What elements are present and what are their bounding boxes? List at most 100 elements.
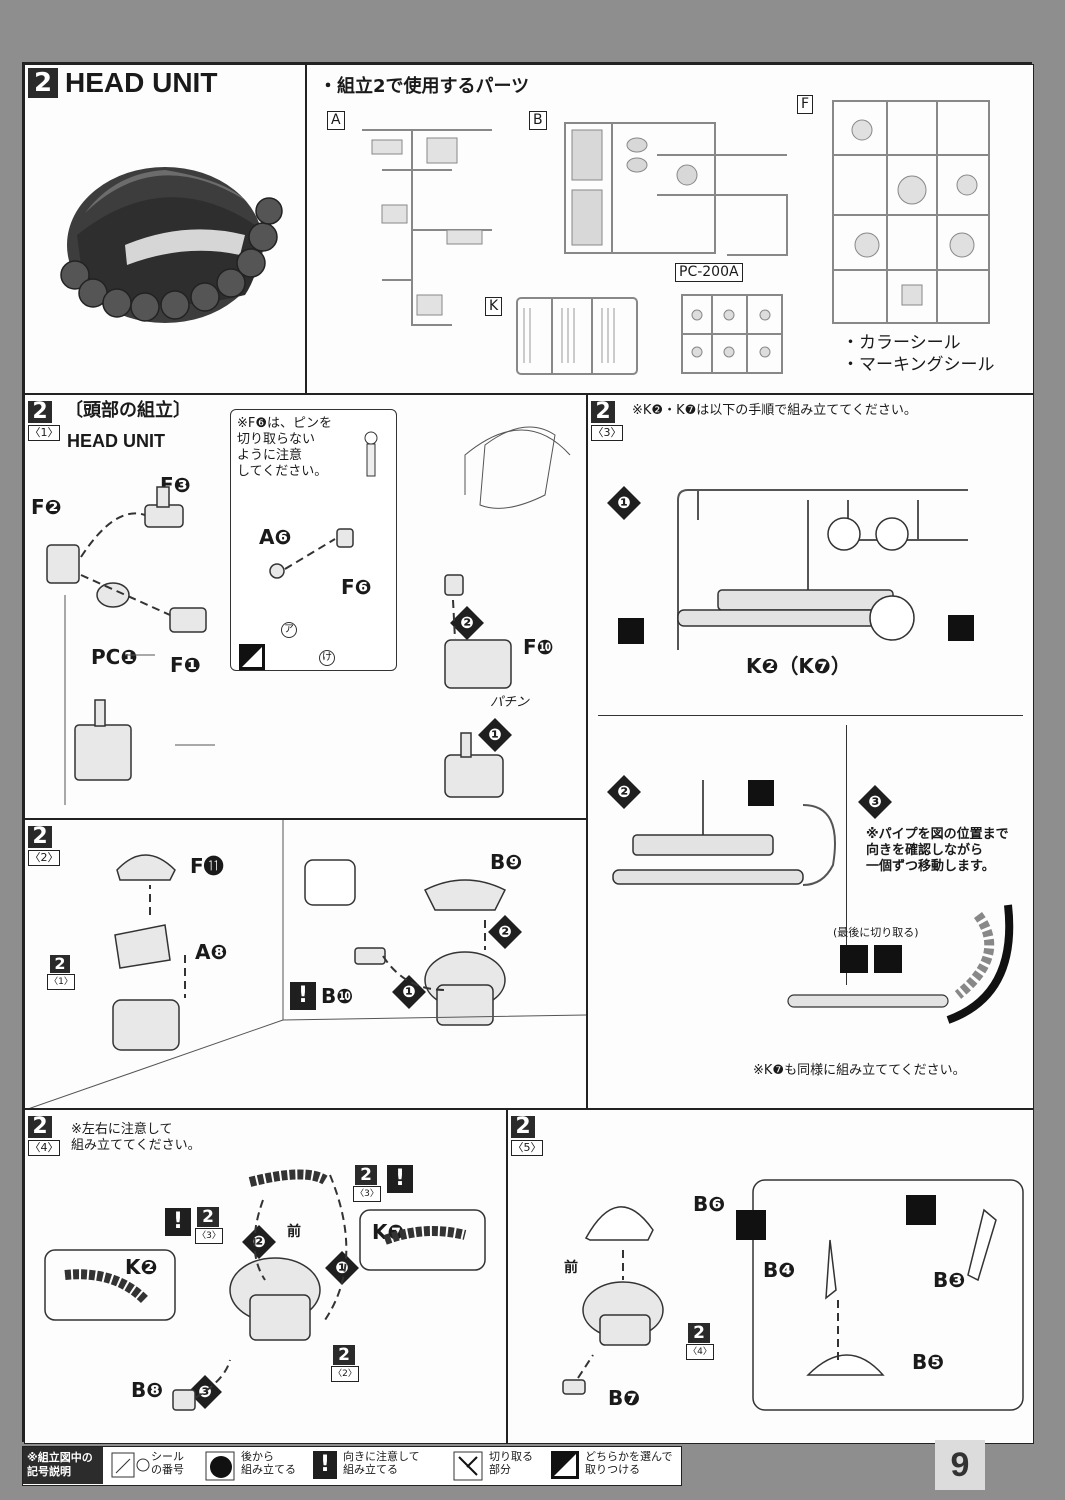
- pin-caution-box: ※F❻は、ピンを 切り取らない ように注意 してください。 A❻ F❻ ア け: [230, 409, 397, 671]
- substep-4-note: ※左右に注意して 組み立ててください。: [71, 1122, 201, 1153]
- label-pc1: PC❶: [91, 645, 138, 669]
- substep-3-tag: 〈3〉: [591, 425, 623, 441]
- caution-icon-left: !: [165, 1208, 191, 1236]
- substep-1-title-en: HEAD UNIT: [67, 431, 165, 451]
- caution-icon-right: !: [387, 1165, 413, 1193]
- substep-5-tag: 〈5〉: [511, 1140, 543, 1156]
- substep-4-illustration: [44, 1169, 486, 1411]
- substep-3-panel: 2 〈3〉 ※K❷・K❼は以下の手順で組み立ててください。 ❶ K❷（K❼） ❷…: [587, 394, 1034, 1109]
- substep-4-number: 2: [28, 1116, 52, 1138]
- runner-a-icon: [362, 129, 492, 326]
- substep-2-tag: 〈2〉: [28, 850, 60, 866]
- legend-item-choose: どちらかを選んで 取りつける: [585, 1450, 673, 1476]
- legend-item-sticker: シール の番号: [151, 1450, 184, 1476]
- substep-3-note: ※K❷・K❼は以下の手順で組み立ててください。: [632, 403, 917, 418]
- substep-4-tag: 〈4〉: [28, 1140, 60, 1156]
- label-b10: B❿: [321, 984, 354, 1008]
- step-number: 2: [28, 68, 58, 98]
- ref-step4-tag: 〈4〉: [686, 1344, 714, 1360]
- label-k2-k7: K❷（K❼）: [746, 654, 851, 678]
- cut-icon: [453, 1451, 483, 1481]
- label-f6: F❻: [341, 575, 372, 599]
- ref-step4-number: 2: [688, 1323, 710, 1343]
- substep-3-number: 2: [591, 401, 615, 423]
- label-b5: B❺: [912, 1350, 945, 1374]
- symbol-legend: ※組立図中の 記号説明 シール の番号 後から 組み立てる ! 向きに注意して …: [22, 1446, 682, 1486]
- cut-last-note: (最後に切り取る): [833, 926, 919, 939]
- substep-1-parts-illustration: [46, 426, 571, 805]
- pipe-runner-step3: [787, 904, 1014, 1024]
- substep-1-panel: 2 〈1〉 〔頭部の組立〕 HEAD UNIT ※F❻は、ピンを 切り取らない …: [24, 394, 587, 819]
- label-k2: K❷: [125, 1255, 158, 1279]
- substep-2-number: 2: [28, 826, 52, 848]
- runner-b-label: B: [529, 111, 547, 130]
- ref-step3b-number: 2: [355, 1165, 377, 1185]
- head-unit-illustration: [60, 167, 283, 323]
- legend-item-rear: 後から 組み立てる: [241, 1450, 296, 1476]
- parts-panel: ・組立2で使用するパーツ A B F K PC-200A ・カラーシール ・マー…: [306, 64, 1034, 394]
- label-b8: B❽: [131, 1378, 164, 1402]
- front-label: 前: [287, 1224, 301, 1240]
- legend-item-direction: 向きに注意して 組み立てる: [343, 1450, 420, 1476]
- k7-same-note: ※K❼も同様に組み立ててください。: [753, 1063, 966, 1078]
- ref-step2-tag: 〈2〉: [331, 1366, 359, 1382]
- substep-3-vdivider: [846, 725, 847, 985]
- label-f10: F❿: [523, 635, 554, 659]
- choose-icon-legend: [551, 1451, 579, 1479]
- caution-icon: !: [290, 982, 316, 1010]
- substep-5-number: 2: [511, 1116, 535, 1138]
- label-a8: A❽: [195, 940, 228, 964]
- sticker-ke-ref: け: [319, 650, 335, 666]
- substep-1-number: 2: [28, 401, 52, 423]
- substep-3-divider: [598, 715, 1023, 716]
- label-b9: B❾: [490, 850, 523, 874]
- ref-step3-tag: 〈3〉: [195, 1228, 223, 1244]
- sticker-icon: [111, 1452, 150, 1478]
- runner-pc-label: PC-200A: [675, 263, 743, 282]
- runner-pc-icon: [681, 294, 783, 374]
- label-b4: B❹: [763, 1258, 796, 1282]
- snap-sound-label: パチン: [490, 695, 530, 710]
- warning-icon: !: [313, 1451, 337, 1479]
- substep-2-illustration: [29, 820, 586, 1108]
- legend-heading: ※組立図中の 記号説明: [23, 1447, 103, 1484]
- ref-step-number: 2: [50, 955, 70, 973]
- pin-icon: [364, 431, 378, 477]
- sticker-marking: ・マーキングシール: [842, 355, 995, 375]
- choose-icon: [239, 644, 265, 670]
- page-number: 9: [935, 1440, 985, 1490]
- runner-k-label: K: [485, 297, 503, 316]
- sticker-a-ref: ア: [281, 622, 297, 638]
- runner-f-icon: [832, 100, 990, 324]
- substep-5-illustration: [562, 1179, 1024, 1411]
- ref-step2-number: 2: [333, 1345, 355, 1365]
- manual-sheet: 2 HEAD UNIT ・組立2で使用するパーツ A B F K PC-200A: [22, 62, 1034, 1444]
- head-unit-panel: 2 HEAD UNIT: [24, 64, 306, 394]
- substep-1-tag: 〈1〉: [28, 425, 60, 441]
- label-f1: F❶: [170, 653, 201, 677]
- ref-substep-tag: 〈1〉: [47, 974, 75, 990]
- substep-3-step-3: ❸: [858, 785, 892, 819]
- runner-a-label: A: [327, 111, 345, 130]
- parts-heading: ・組立2で使用するパーツ: [319, 76, 530, 97]
- ref-step3b-tag: 〈3〉: [353, 1186, 381, 1202]
- label-a6: A❻: [259, 525, 292, 549]
- label-b3: B❸: [933, 1268, 966, 1292]
- label-b6: B❻: [693, 1192, 726, 1216]
- ref-step3-number: 2: [197, 1207, 219, 1227]
- legend-item-cut: 切り取る 部分: [489, 1450, 533, 1476]
- pipe-move-note: ※パイプを図の位置まで 向きを確認しながら 一個ずつ移動します。: [866, 827, 1009, 874]
- substep-4-panel: 2 〈4〉 ※左右に注意して 組み立ててください。 K❷ K❼ B❽ 前 ! 2…: [24, 1109, 507, 1444]
- substep-1-title-jp: 〔頭部の組立〕: [65, 400, 191, 421]
- runner-b-icon: [564, 122, 788, 256]
- runner-k-icon: [516, 297, 638, 375]
- label-b7: B❼: [608, 1386, 641, 1410]
- sticker-color: ・カラーシール: [842, 333, 961, 353]
- pin-caution-note: ※F❻は、ピンを 切り取らない ように注意 してください。: [237, 416, 333, 479]
- pipe-runner-step1: [618, 489, 974, 650]
- pipe-runner-step2: [612, 780, 836, 886]
- rear-glue-icon: [205, 1451, 235, 1481]
- label-f11: F⓫: [190, 854, 224, 878]
- label-f2: F❷: [31, 495, 62, 519]
- runner-f-label: F: [797, 95, 814, 114]
